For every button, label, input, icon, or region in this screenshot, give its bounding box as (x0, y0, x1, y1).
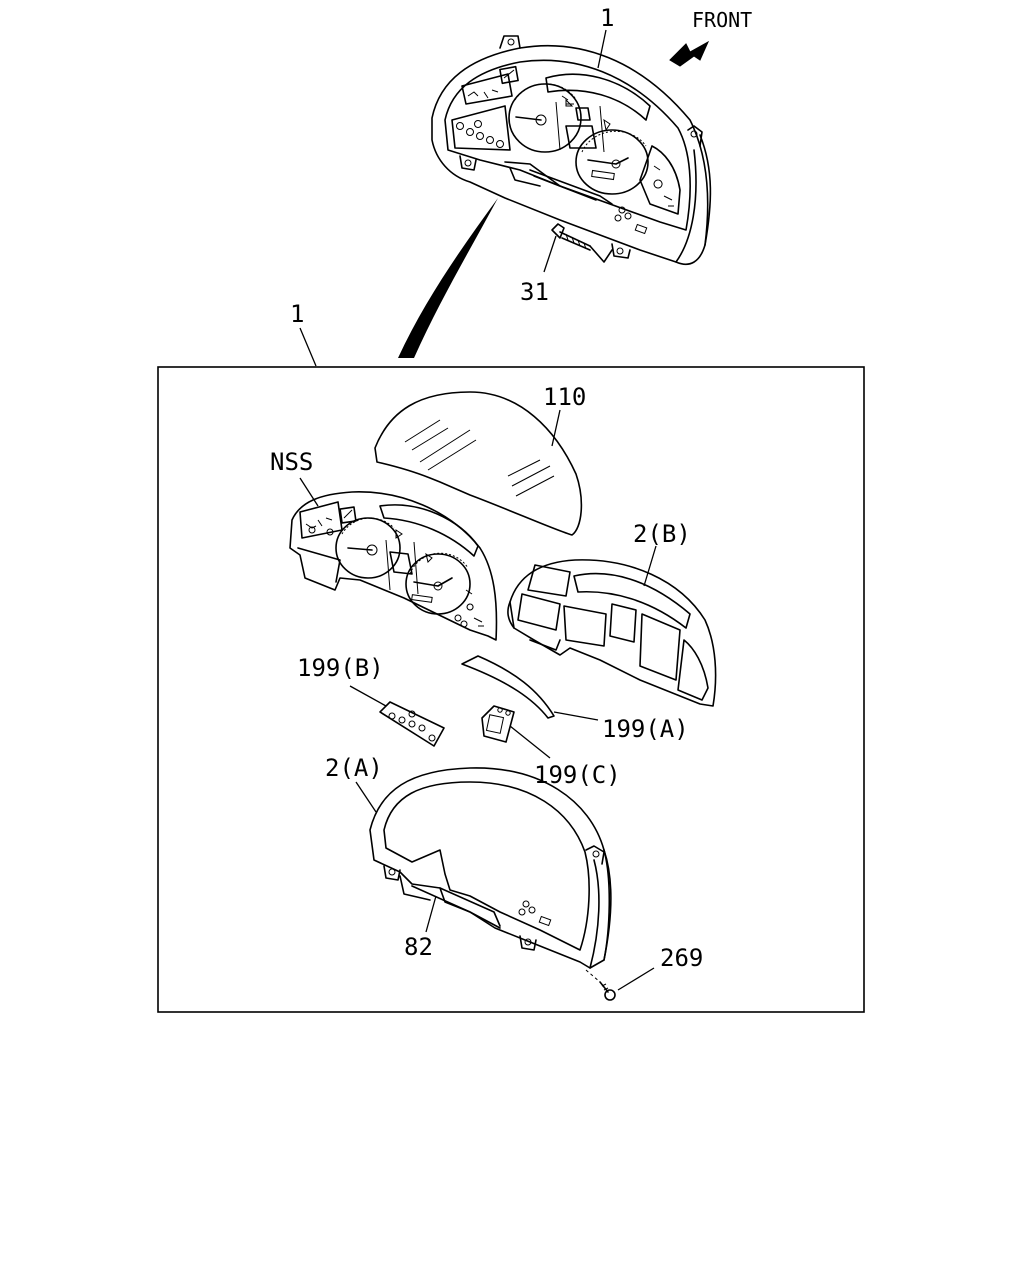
leader-82 (425, 895, 437, 933)
label-2b: 2(B) (633, 520, 691, 548)
leader-199a (553, 711, 599, 721)
label-1-box: 1 (290, 300, 304, 328)
leader-2b (643, 545, 657, 587)
bolt-31 (551, 223, 613, 263)
label-31: 31 (520, 278, 549, 306)
label-1-top: 1 (600, 4, 614, 32)
leader-nss (299, 477, 319, 507)
label-nss: NSS (270, 448, 313, 476)
leader-110 (551, 409, 561, 447)
label-199c: 199(C) (534, 761, 621, 789)
leader-199c (509, 725, 551, 759)
label-110: 110 (543, 383, 586, 411)
leader-1-box (299, 327, 317, 367)
label-82: 82 (404, 933, 433, 961)
label-199a: 199(A) (602, 715, 689, 743)
case-2a (369, 767, 612, 969)
exploded-view-frame (157, 366, 865, 1013)
plate-199a (461, 655, 555, 719)
assembled-instrument-cluster (431, 35, 712, 266)
front-label: FRONT (692, 8, 752, 32)
front-direction-arrow (669, 40, 710, 67)
label-2a: 2(A) (325, 754, 383, 782)
label-269: 269 (660, 944, 703, 972)
lens-110 (374, 391, 583, 536)
plate-199c (481, 705, 515, 743)
leader-269 (617, 967, 655, 991)
screw-269 (585, 969, 616, 1001)
label-199b: 199(B) (297, 654, 384, 682)
leader-199b (349, 685, 387, 707)
case-2b (507, 559, 717, 707)
plate-199b (379, 701, 445, 747)
nss-dial-face (289, 491, 498, 641)
leader-1-top (597, 29, 607, 69)
callout-wedge (398, 198, 498, 358)
leader-2a (355, 781, 377, 813)
leader-31 (543, 235, 557, 273)
